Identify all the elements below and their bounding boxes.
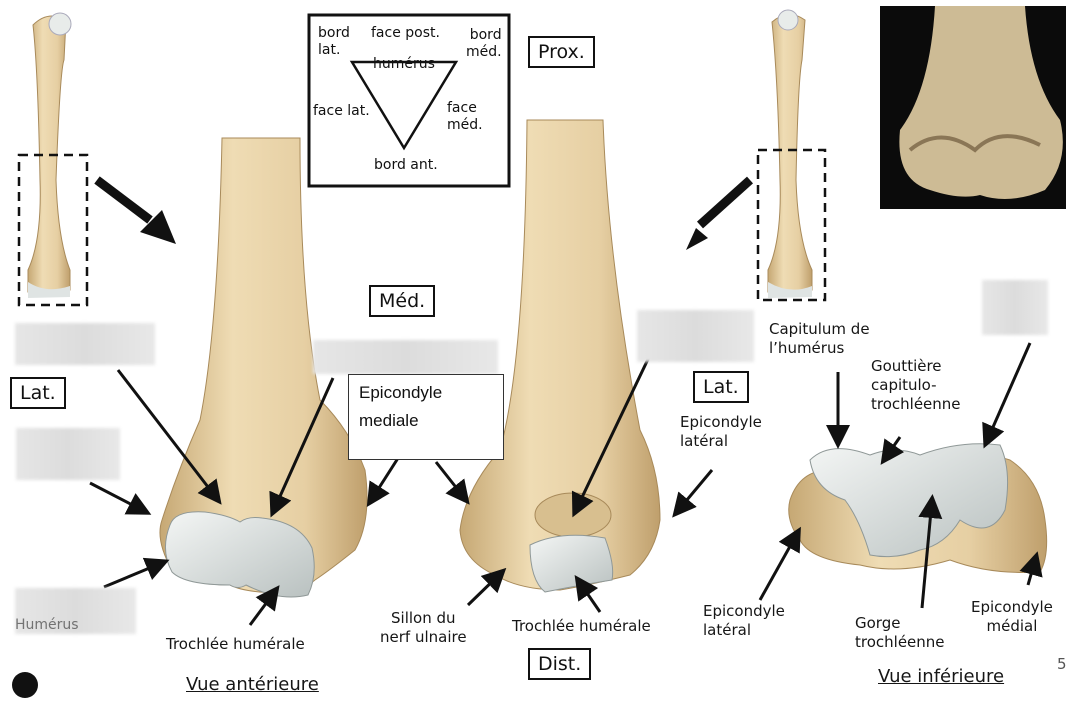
label-epicondyle-mediale: Epicondyle mediale [348, 374, 504, 460]
label-gouttiere: Gouttière capitulo- trochléenne [871, 357, 961, 414]
orientation-dist: Dist. [528, 648, 591, 680]
caption-vue-anterieure: Vue antérieure [186, 675, 319, 694]
arrow-posterior-zoom [686, 228, 708, 250]
label-epicondyle-lateral-inferior: Epicondyle latéral [703, 602, 785, 640]
page-number: 5 [1057, 655, 1067, 674]
orientation-lat-right: Lat. [693, 371, 749, 403]
inferior-distal-humerus [789, 444, 1047, 573]
label-gorge-trochleenne: Gorge trochléenne [855, 614, 945, 652]
tri-face-post: face post. [371, 25, 440, 42]
hidden-label [15, 323, 155, 365]
caption-vue-inferieure: Vue inférieure [878, 667, 1004, 686]
hidden-label [313, 340, 498, 374]
orientation-prox: Prox. [528, 36, 595, 68]
hidden-label [16, 428, 120, 480]
label-trochlee-humerale-anterior: Trochlée humérale [166, 635, 305, 654]
logo-icon [12, 672, 38, 698]
tri-bord-lat: bord lat. [318, 25, 350, 59]
hidden-label [637, 310, 754, 362]
photo-inferior-view [880, 6, 1066, 209]
partial-label: Humérus [15, 616, 79, 635]
tri-bord-med: bord méd. [466, 27, 502, 61]
label-trochlee-humerale-posterior: Trochlée humérale [512, 617, 651, 636]
label-sillon-nerf-ulnaire: Sillon du nerf ulnaire [380, 609, 467, 647]
tri-humerus: humérus [373, 56, 435, 73]
tri-face-lat: face lat. [313, 103, 370, 120]
label-epicondyle-lateral-posterior: Epicondyle latéral [680, 413, 762, 451]
small-humerus-right [758, 10, 825, 300]
label-epicondyle-medial-inferior: Epicondyle médial [971, 598, 1053, 636]
orientation-lat-left: Lat. [10, 377, 66, 409]
hidden-label [982, 280, 1048, 335]
label-capitulum: Capitulum de l’humérus [769, 320, 870, 358]
small-humerus-left [19, 13, 87, 305]
tri-face-med: face méd. [447, 100, 483, 134]
tri-bord-ant: bord ant. [374, 157, 438, 174]
orientation-med: Méd. [369, 285, 435, 317]
